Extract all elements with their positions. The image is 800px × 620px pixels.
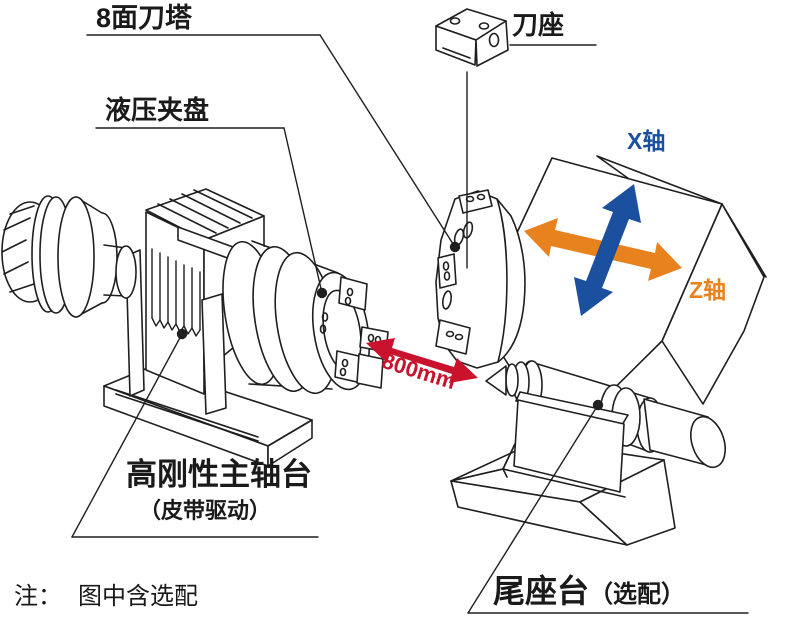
note-prefix: 注： (14, 583, 62, 610)
tool-plate (356, 353, 384, 389)
spindle-label: 高刚性主轴台 (126, 457, 312, 492)
tailstock-leader-dot (592, 399, 604, 411)
left-base-right (267, 419, 313, 467)
spindle-leader-dot (176, 328, 188, 340)
note-row: 注： 图中含选配 (14, 583, 198, 610)
turret-leader (319, 34, 456, 248)
tool-holder-label: 刀座 (512, 10, 565, 40)
turret-bottom-block (435, 319, 471, 355)
chuck-leader-dot (316, 287, 328, 299)
motor (1, 195, 137, 318)
z-axis-label: Z轴 (689, 277, 727, 303)
spindle-sub-label: （皮带驱动） (139, 498, 272, 523)
x-axis-label: X轴 (627, 128, 666, 154)
right-post (201, 293, 227, 415)
x-axis-arrow (574, 184, 641, 316)
note-text: 图中含选配 (78, 583, 198, 610)
turret-leader-dot (449, 241, 461, 253)
turret-mid-block (437, 253, 457, 289)
chuck-label: 液压夹盘 (105, 95, 210, 125)
motor-drum (57, 196, 95, 318)
hydraulic-chuck (222, 240, 389, 395)
tailstock-label-row: 尾座台 （选配） (493, 573, 686, 609)
tailstock (450, 360, 727, 498)
chuck-leader (283, 127, 323, 294)
base-right-face (579, 459, 676, 546)
leader-lines (71, 34, 749, 614)
base-step-edge (502, 468, 508, 478)
turret-rim-curve (496, 198, 508, 363)
turret-disc (435, 189, 526, 369)
tailstock-center-tip (485, 365, 507, 396)
tailstock-sub-label: （选配） (589, 581, 686, 608)
base-front-edge (502, 468, 626, 498)
distance-arrow (366, 338, 478, 383)
tool-holder-icon (435, 8, 509, 67)
tailstock-leader (467, 404, 599, 614)
tailstock-label: 尾座台 (493, 573, 590, 609)
motor-shaft-collar (115, 245, 137, 299)
spindle-leader (71, 333, 183, 538)
cooling-fins (151, 248, 201, 337)
turret-outline (435, 190, 526, 369)
turret-label: 8面刀塔 (96, 3, 193, 33)
